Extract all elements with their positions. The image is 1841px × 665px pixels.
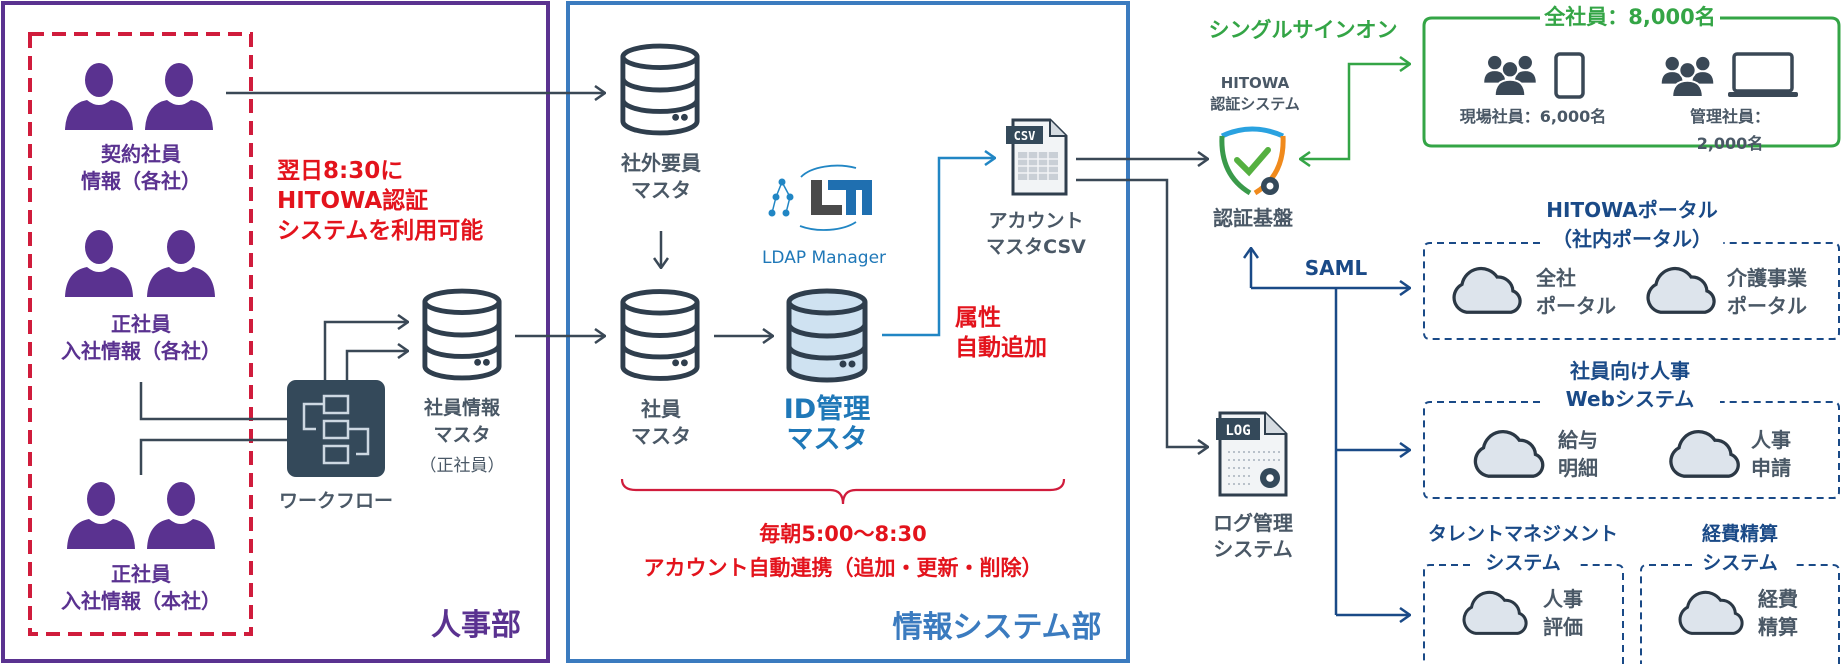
regular-hire-info-label: 正社員 入社情報（各社）: [61, 312, 221, 363]
sso-label: シングルサインオン: [1208, 18, 1398, 42]
workflow-label: ワークフロー: [278, 490, 394, 512]
it-department-title: 情報システム部: [892, 610, 1102, 645]
hitowa-portal-title: HITOWAポータル （社内ポータル）: [1540, 196, 1724, 254]
cloud-icon: [1678, 590, 1744, 636]
log-management-label: ログ管理 システム: [1213, 511, 1293, 561]
contract-employee-info-label: 契約社員 情報（各社）: [81, 142, 201, 193]
talent-management-frame: [1423, 564, 1624, 664]
employee-master-label: 社員 マスタ: [631, 397, 691, 448]
hr-request-app[interactable]: 人事 申請: [1751, 428, 1791, 480]
hr-web-system-frame: [1423, 401, 1840, 499]
log-icon-text: LOG: [1225, 423, 1250, 439]
expense-system-title: 経費精算 システム: [1701, 523, 1779, 574]
sync-range-brace: [620, 478, 1066, 505]
hq-hire-to-workflow-line: [139, 438, 287, 475]
payslip-app[interactable]: 給与 明細: [1558, 428, 1598, 480]
person-icon: [67, 482, 135, 549]
employee-master-db-icon: [623, 292, 697, 379]
hr-department-frame: [1, 1, 550, 663]
person-icon: [65, 230, 133, 297]
expense-system-frame: [1640, 564, 1840, 664]
person-icon: [147, 230, 215, 297]
field-staff-count: 現場社員：6,000名: [1459, 107, 1607, 126]
hq-hire-info-label: 正社員 入社情報（本社）: [61, 562, 221, 613]
ldap-manager-label: LDAP Manager: [761, 248, 887, 268]
hr-web-system-title: 社員向け人事 Webシステム: [1559, 357, 1701, 413]
cloud-icon: [1669, 429, 1740, 478]
employee-info-master-sub: （正社員）: [419, 456, 505, 476]
attribute-auto-add-note: 属性 自動追加: [955, 305, 1047, 361]
person-icon: [145, 63, 213, 130]
field-staff-group-icon: [1484, 54, 1536, 96]
cloud-icon: [1462, 590, 1528, 636]
workflow-icon: [287, 380, 385, 477]
person-icon: [147, 482, 215, 549]
id-master-to-csv-arrow: [882, 158, 995, 337]
hitowa-auth-system-label: HITOWA 認証システム: [1210, 74, 1300, 113]
talent-management-title: タレントマネジメント システム: [1427, 523, 1619, 574]
expense-settlement-app[interactable]: 経費 精算: [1758, 587, 1798, 639]
csv-file-icon: CSV: [1006, 118, 1068, 196]
external-staff-master-db-icon: [623, 46, 697, 133]
hire-info-to-workflow-line: [139, 382, 287, 421]
sso-bidirectional-arrow: [1300, 64, 1410, 159]
account-master-csv-label: アカウント マスタCSV: [986, 210, 1086, 258]
availability-note: 翌日8:30に HITOWA認証 システムを利用可能: [277, 158, 484, 244]
ldap-manager-logo: [768, 164, 872, 231]
workflow-to-master-arrow-1: [323, 322, 408, 380]
new-hire-sources-dashed-frame: [28, 32, 253, 636]
csv-to-log-arrow: [1076, 178, 1208, 447]
workflow-to-master-arrow-2: [345, 351, 408, 380]
all-employees-title: 全社員：8,000名: [1544, 5, 1716, 29]
company-portal-app[interactable]: 全社 ポータル: [1536, 266, 1616, 318]
employee-info-master-db-icon: [425, 291, 499, 378]
person-icon: [65, 63, 133, 130]
hitowa-portal-frame: [1423, 242, 1840, 340]
id-master-line1: ID管理: [783, 394, 871, 425]
employee-info-master-label: 社員情報 マスタ: [423, 397, 501, 446]
laptop-icon: [1728, 52, 1798, 97]
it-department-frame: [566, 1, 1130, 663]
hr-department-title: 人事部: [431, 608, 521, 643]
saml-label: SAML: [1304, 256, 1368, 280]
hr-evaluation-app[interactable]: 人事 評価: [1543, 587, 1583, 639]
id-master-db-icon: [789, 291, 865, 380]
external-staff-master-label: 社外要員 マスタ: [621, 151, 701, 202]
auth-shield-icon: [1219, 126, 1286, 196]
id-master-line2: マスタ: [786, 424, 868, 455]
smartphone-icon: [1554, 52, 1585, 99]
cloud-icon: [1646, 266, 1716, 314]
cloud-icon: [1473, 429, 1545, 478]
management-staff-count: 管理社員：2,000名: [1689, 107, 1770, 153]
sync-schedule-note: 毎朝5:00〜8:30: [759, 522, 927, 546]
management-staff-group-icon: [1661, 55, 1714, 97]
auth-platform-label: 認証基盤: [1213, 206, 1293, 230]
all-employees-frame: [1422, 16, 1841, 148]
care-business-portal-app[interactable]: 介護事業 ポータル: [1727, 266, 1807, 318]
cloud-icon: [1452, 266, 1522, 314]
sync-description-note: アカウント自動連携（追加・更新・削除）: [643, 556, 1043, 580]
log-file-icon: LOG: [1216, 411, 1288, 497]
csv-icon-text: CSV: [1014, 129, 1036, 143]
